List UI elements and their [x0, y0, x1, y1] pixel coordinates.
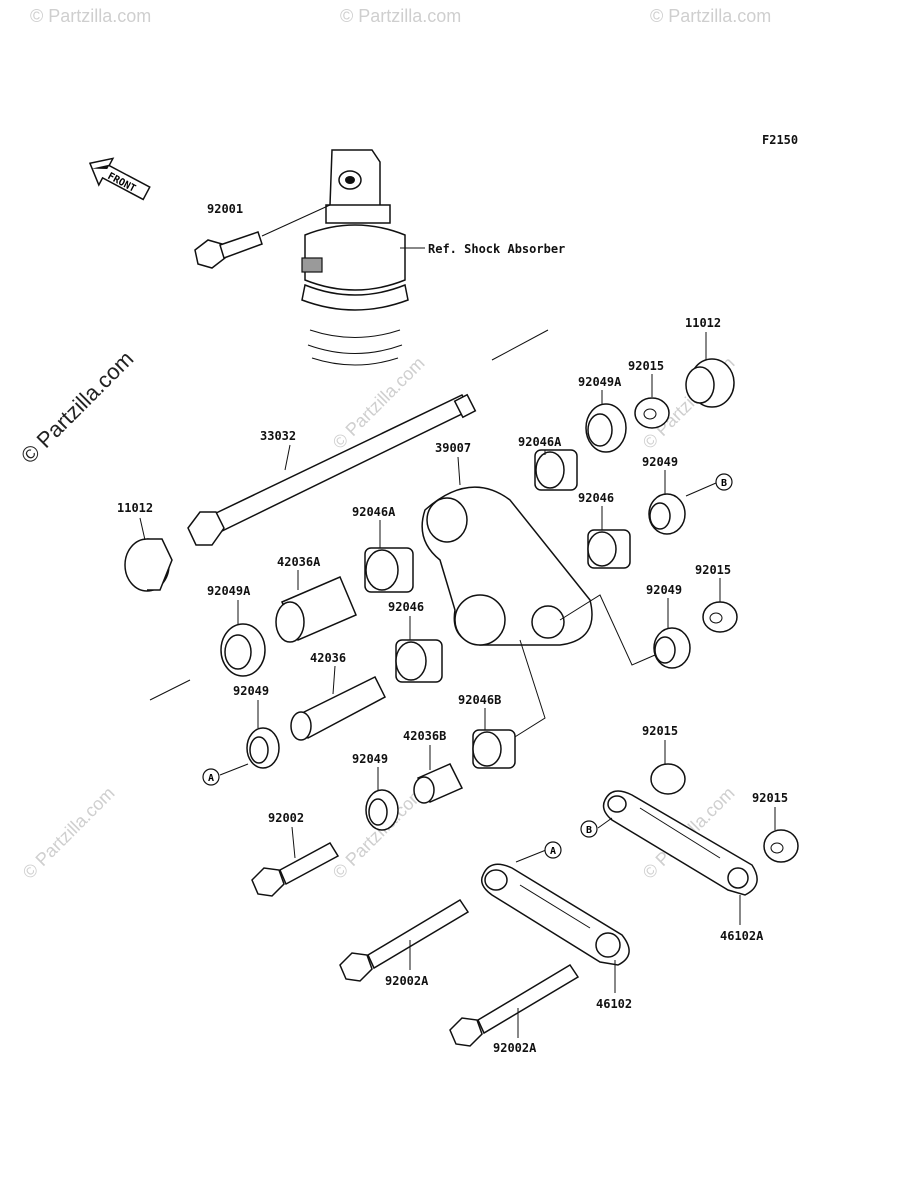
label-92001: 92001	[207, 202, 243, 216]
bolt-92002A-1	[339, 898, 470, 982]
label-39007: 39007	[435, 441, 471, 455]
marker-A-1: A	[202, 768, 220, 786]
washer-92049-l2	[365, 789, 399, 831]
collar-42036B	[413, 763, 464, 804]
link-46102A	[602, 790, 758, 896]
label-92002: 92002	[268, 811, 304, 825]
link-46102	[480, 863, 630, 966]
washer-92049A-right	[585, 403, 627, 453]
bolt-92001	[194, 204, 331, 269]
bolt-92002A-2	[449, 963, 580, 1047]
watermark: © Partzilla.com	[650, 6, 771, 26]
label-92049A-left: 92049A	[207, 584, 251, 598]
bolt-92002	[251, 842, 340, 897]
label-92049-r1: 92049	[642, 455, 678, 469]
label-92046-l: 92046	[388, 600, 424, 614]
bearing-92046A-right	[534, 449, 578, 491]
label-92049-l1: 92049	[233, 684, 269, 698]
label-92049-r2: 92049	[646, 583, 682, 597]
marker-B-label: B	[721, 478, 727, 489]
label-92015-d: 92015	[752, 791, 788, 805]
nut-92015-a	[634, 397, 670, 429]
label-11012-right: 11012	[685, 316, 721, 330]
marker-B-label: B	[586, 825, 592, 836]
label-92049-l2: 92049	[352, 752, 388, 766]
label-46102: 46102	[596, 997, 632, 1011]
collar-42036A	[275, 576, 357, 643]
washer-92049-r1	[648, 493, 686, 535]
nut-92015-c	[650, 763, 686, 795]
axle-33032	[149, 329, 549, 701]
label-11012-left: 11012	[117, 501, 153, 515]
front-arrow: FRONT	[88, 157, 151, 201]
watermark-main: © Partzilla.com	[16, 346, 139, 469]
bearing-92046-l	[395, 639, 443, 683]
label-42036: 42036	[310, 651, 346, 665]
cap-11012-right	[685, 358, 735, 408]
bearing-92046-r	[587, 529, 631, 569]
label-92049A-right: 92049A	[578, 375, 622, 389]
rocker-arm-39007	[421, 486, 593, 646]
label-92046A-right: 92046A	[518, 435, 562, 449]
cap-11012-left	[124, 538, 173, 592]
washer-92049-r2	[653, 627, 691, 669]
nut-92015-b	[702, 601, 738, 633]
marker-A-label: A	[550, 846, 556, 857]
washer-92049-l1	[246, 727, 280, 769]
marker-A-2: A	[544, 841, 562, 859]
watermark: © Partzilla.com	[19, 783, 119, 883]
label-33032: 33032	[260, 429, 296, 443]
label-92015-c: 92015	[642, 724, 678, 738]
marker-A-label: A	[208, 773, 214, 784]
label-92015-b: 92015	[695, 563, 731, 577]
label-42036A: 42036A	[277, 555, 321, 569]
ref-shock-label: Ref. Shock Absorber	[428, 242, 565, 256]
label-42036B: 42036B	[403, 729, 446, 743]
washer-92049A-left	[220, 623, 266, 677]
collar-42036	[290, 675, 386, 741]
watermark: © Partzilla.com	[340, 6, 461, 26]
marker-B-2: B	[580, 820, 598, 838]
nut-92015-d	[763, 829, 799, 863]
label-92046A-left: 92046A	[352, 505, 396, 519]
bearing-92046A-left	[364, 547, 414, 593]
watermark: © Partzilla.com	[30, 6, 151, 26]
label-46102A: 46102A	[720, 929, 764, 943]
marker-B-1: B	[715, 473, 733, 491]
label-92046-r: 92046	[578, 491, 614, 505]
shock-absorber	[301, 149, 409, 366]
label-92046B: 92046B	[458, 693, 501, 707]
figure-code: F2150	[762, 133, 798, 147]
label-92002A-2: 92002A	[493, 1041, 537, 1055]
bearing-92046B	[472, 729, 516, 769]
label-92002A-1: 92002A	[385, 974, 429, 988]
label-92015-a: 92015	[628, 359, 664, 373]
